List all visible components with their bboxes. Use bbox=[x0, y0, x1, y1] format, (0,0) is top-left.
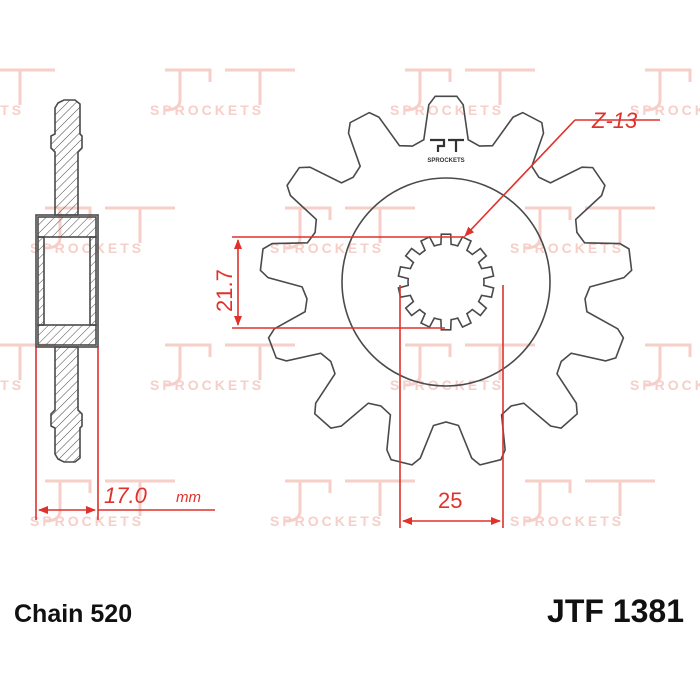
watermark-text: SPROCKETS bbox=[390, 102, 504, 118]
watermark-text: SPROCKETS bbox=[390, 377, 504, 393]
side-lower-section bbox=[50, 346, 83, 463]
watermark-tile: SPROCKETS bbox=[510, 206, 655, 256]
watermark-layer: SPROCKETS SPROCKETS SPROCKETS SPROCKETS SPRO… bbox=[0, 68, 700, 529]
thickness-label: 17.0 bbox=[104, 483, 148, 508]
watermark-logo bbox=[404, 68, 535, 112]
sprocket-front-view: SPROCKETS bbox=[259, 95, 633, 466]
sprocket-side-view bbox=[35, 99, 99, 463]
watermark-logo bbox=[44, 206, 175, 250]
watermark-text: SPROCKETS bbox=[150, 102, 264, 118]
logo-text: SPROCKETS bbox=[427, 158, 464, 164]
watermark-logo bbox=[284, 206, 415, 250]
watermark-logo bbox=[644, 343, 692, 387]
spline-height-label: 21.7 bbox=[212, 269, 237, 312]
part-number-label: JTF 1381 bbox=[547, 593, 684, 629]
side-hub-left-band bbox=[37, 236, 45, 326]
teeth-leader-line bbox=[464, 119, 576, 237]
watermark-tile: SPROCKETS bbox=[630, 68, 700, 118]
watermark-logo bbox=[44, 479, 175, 523]
watermark-text: SPROCKETS bbox=[30, 240, 144, 256]
watermark-text: SPROCKETS bbox=[510, 513, 624, 529]
watermark-tile: SPROCKETS bbox=[150, 343, 295, 393]
watermark-text: SPROCKETS bbox=[510, 240, 624, 256]
side-hub-bottom-band bbox=[37, 324, 97, 346]
watermark-logo bbox=[164, 68, 295, 112]
watermark-tile: SPROCKETS bbox=[390, 343, 535, 393]
watermark-logo bbox=[284, 479, 415, 523]
watermark-logo bbox=[524, 479, 655, 523]
watermark-text: SPROCKETS bbox=[150, 377, 264, 393]
teeth-count-label: Z-13 bbox=[591, 108, 638, 133]
side-upper-section bbox=[50, 99, 83, 216]
watermark-tile: SPROCKETS bbox=[270, 479, 415, 529]
spline-bore bbox=[397, 233, 495, 331]
watermark-logo bbox=[164, 343, 295, 387]
side-hub-top-band bbox=[37, 216, 97, 238]
watermark-tile: SPROCKETS bbox=[390, 68, 535, 118]
watermark-tile: SPROCKETS bbox=[0, 68, 55, 118]
spline-width-label: 25 bbox=[438, 488, 462, 513]
sprocket-outline bbox=[259, 95, 633, 466]
watermark-tile: SPROCKETS bbox=[30, 206, 175, 256]
watermark-text: SPROCKETS bbox=[270, 240, 384, 256]
watermark-tile: SPROCKETS bbox=[0, 343, 55, 393]
watermark-text: SPROCKETS bbox=[30, 513, 144, 529]
watermark-tile: SPROCKETS bbox=[270, 206, 415, 256]
watermark-logo bbox=[524, 206, 655, 250]
side-hub-right-band bbox=[89, 236, 97, 326]
dimension-annotations: Z-13 21.7 25 17.0 mm bbox=[35, 108, 660, 528]
watermark-tile: SPROCKETS bbox=[150, 68, 295, 118]
watermark-text: SPROCKETS bbox=[0, 377, 24, 393]
sprocket-inner-ring bbox=[341, 177, 551, 387]
watermark-text: SPROCKETS bbox=[630, 102, 700, 118]
watermark-text: SPROCKETS bbox=[0, 102, 24, 118]
watermark-tile: SPROCKETS bbox=[30, 479, 175, 529]
thickness-unit-label: mm bbox=[176, 489, 201, 506]
jt-logo: SPROCKETS bbox=[427, 138, 465, 164]
watermark-tile: SPROCKETS bbox=[510, 479, 655, 529]
watermark-text: SPROCKETS bbox=[630, 377, 700, 393]
watermark-text: SPROCKETS bbox=[270, 513, 384, 529]
watermark-logo bbox=[644, 68, 692, 112]
watermark-tile: SPROCKETS bbox=[630, 343, 700, 393]
chain-size-label: Chain 520 bbox=[14, 600, 132, 628]
